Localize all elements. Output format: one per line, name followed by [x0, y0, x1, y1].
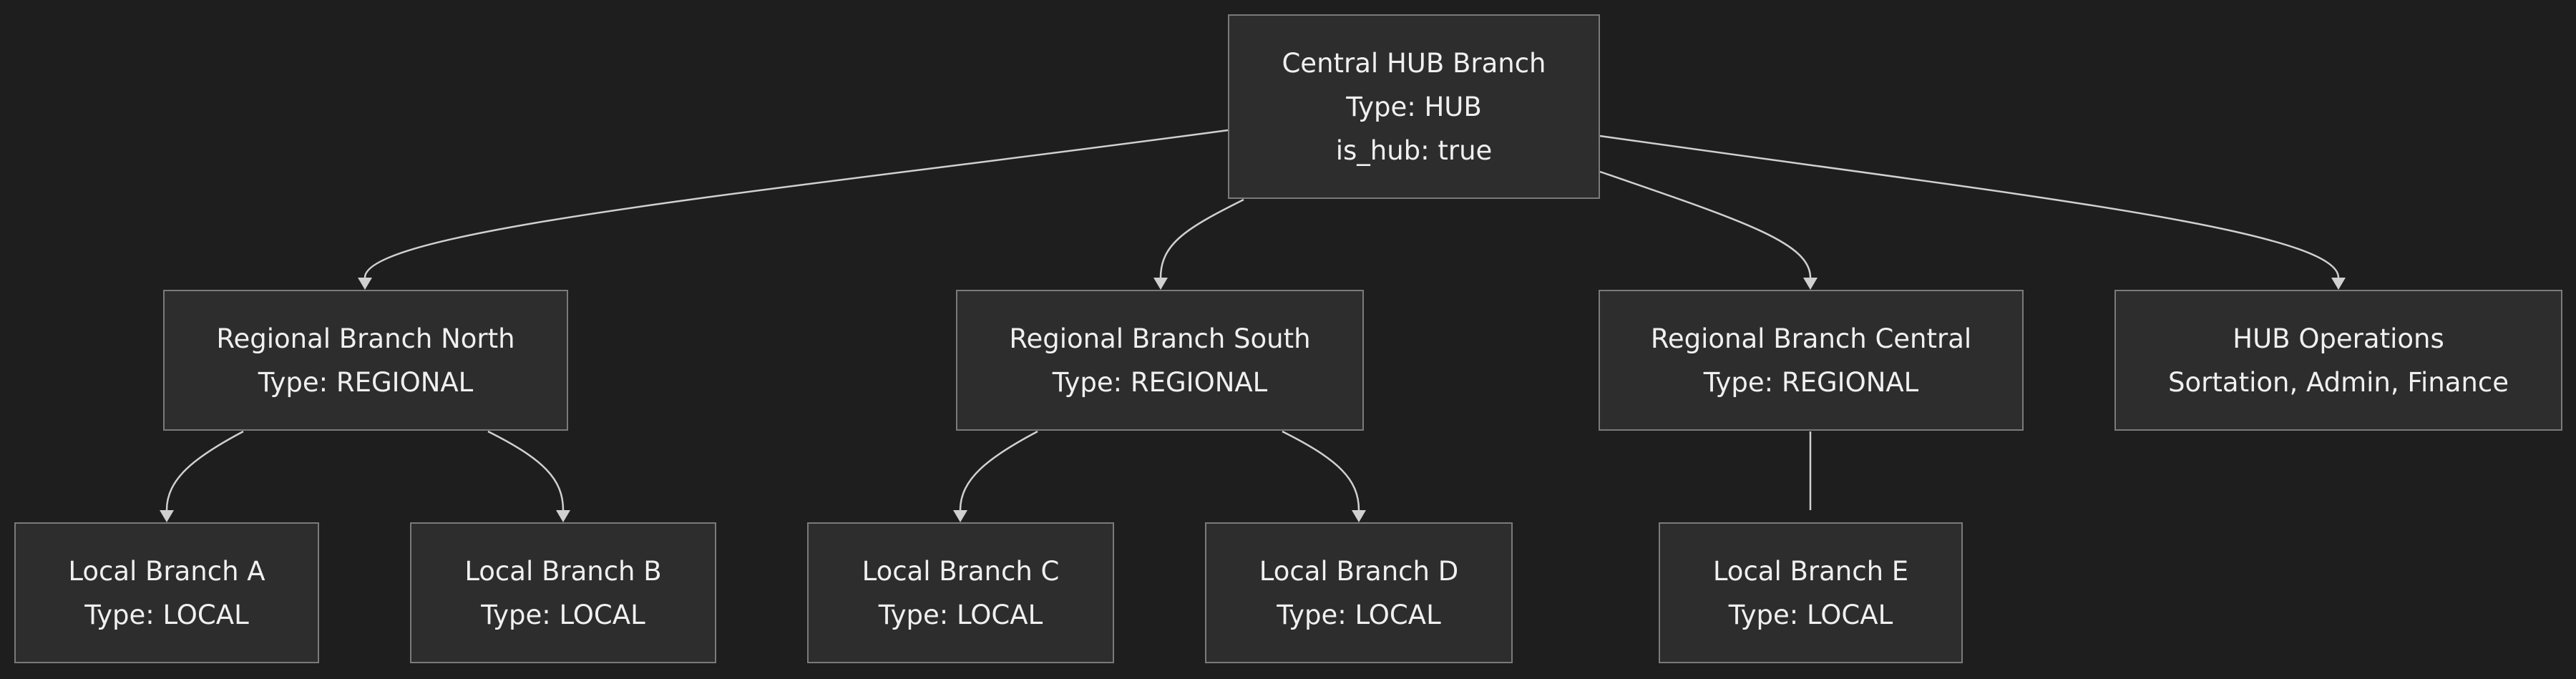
node-local-c-name: Local Branch C: [862, 555, 1060, 587]
node-local-branch-a[interactable]: Local Branch A Type: LOCAL: [14, 522, 319, 663]
edge-central-hub-to-hub-operations: [1599, 135, 2340, 278]
node-local-e-name: Local Branch E: [1712, 555, 1909, 587]
node-regional-branch-central[interactable]: Regional Branch Central Type: REGIONAL: [1599, 290, 2024, 431]
arrowhead-local-a: [160, 510, 174, 522]
node-local-a-type: Type: LOCAL: [84, 599, 249, 630]
node-hub-operations-name: HUB Operations: [2233, 323, 2444, 354]
node-local-d-type: Type: LOCAL: [1277, 599, 1441, 630]
arrowhead-regional-south: [1153, 278, 1168, 290]
node-local-branch-c[interactable]: Local Branch C Type: LOCAL: [807, 522, 1114, 663]
node-regional-north-type: Type: REGIONAL: [258, 366, 474, 398]
node-local-branch-d[interactable]: Local Branch D Type: LOCAL: [1205, 522, 1513, 663]
node-local-d-name: Local Branch D: [1259, 555, 1459, 587]
arrowhead-regional-north: [358, 278, 372, 290]
arrowhead-local-d: [1352, 510, 1366, 522]
node-hub-operations-desc: Sortation, Admin, Finance: [2168, 366, 2509, 398]
node-regional-north-name: Regional Branch North: [216, 323, 515, 354]
node-central-hub-branch[interactable]: Central HUB Branch Type: HUB is_hub: tru…: [1228, 14, 1600, 199]
node-regional-branch-north[interactable]: Regional Branch North Type: REGIONAL: [163, 290, 568, 431]
node-local-b-name: Local Branch B: [464, 555, 662, 587]
arrowhead-local-b: [556, 510, 570, 522]
edge-regional-south-to-local-c: [959, 430, 1038, 511]
node-regional-branch-south[interactable]: Regional Branch South Type: REGIONAL: [956, 290, 1364, 431]
node-local-c-type: Type: LOCAL: [878, 599, 1043, 630]
edge-central-hub-to-regional-north: [364, 129, 1229, 278]
node-regional-central-name: Regional Branch Central: [1650, 323, 1972, 354]
edge-regional-north-to-local-b: [487, 430, 565, 511]
arrowhead-hub-operations: [2331, 278, 2346, 290]
edge-central-hub-to-regional-south: [1159, 198, 1244, 278]
node-local-branch-b[interactable]: Local Branch B Type: LOCAL: [410, 522, 716, 663]
node-local-e-type: Type: LOCAL: [1728, 599, 1893, 630]
arrowhead-regional-central: [1803, 278, 1818, 290]
node-local-branch-e[interactable]: Local Branch E Type: LOCAL: [1659, 522, 1963, 663]
arrowhead-local-c: [953, 510, 967, 522]
node-regional-south-name: Regional Branch South: [1009, 323, 1311, 354]
node-central-hub-flag: is_hub: true: [1335, 135, 1493, 166]
node-central-hub-type: Type: HUB: [1346, 91, 1482, 122]
node-local-b-type: Type: LOCAL: [481, 599, 645, 630]
node-central-hub-name: Central HUB Branch: [1282, 47, 1546, 79]
node-regional-central-type: Type: REGIONAL: [1703, 366, 1919, 398]
edge-regional-north-to-local-a: [165, 430, 244, 511]
edge-central-hub-to-regional-central: [1599, 170, 1812, 278]
node-local-a-name: Local Branch A: [68, 555, 265, 587]
node-hub-operations[interactable]: HUB Operations Sortation, Admin, Finance: [2114, 290, 2562, 431]
edge-regional-south-to-local-d: [1282, 430, 1360, 511]
node-regional-south-type: Type: REGIONAL: [1052, 366, 1268, 398]
